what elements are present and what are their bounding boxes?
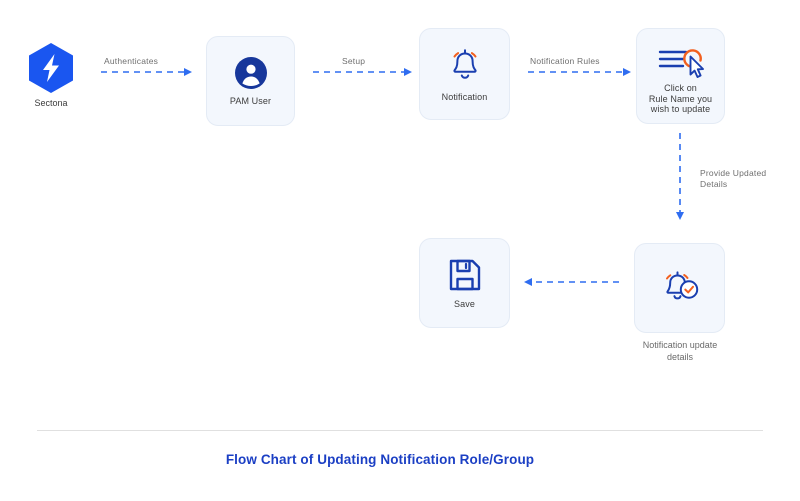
user-avatar-icon — [234, 56, 268, 90]
edge-arrow-provide-updated-details — [676, 133, 684, 220]
bell-ringing-icon — [445, 46, 485, 86]
node-pam-user-label: PAM User — [229, 95, 272, 106]
edge-label-provide-updated-details: Provide Updated Details — [700, 168, 767, 189]
edge-arrow-authenticates — [101, 68, 192, 76]
page-title: Flow Chart of Updating Notification Role… — [225, 452, 535, 467]
bell-check-icon — [658, 267, 702, 309]
list-cursor-click-icon — [656, 43, 706, 79]
node-click-rule-name-label: Click on Rule Name you wish to update — [648, 83, 713, 114]
edge-label-notification-rules: Notification Rules — [530, 56, 600, 66]
node-notification-update-details[interactable] — [634, 243, 725, 333]
node-pam-user[interactable]: PAM User — [206, 36, 295, 126]
node-save[interactable]: Save — [419, 238, 510, 328]
edge-label-authenticates: Authenticates — [104, 56, 159, 66]
floppy-disk-save-icon — [447, 257, 483, 293]
edge-arrow-setup — [313, 68, 412, 76]
edge-arrow-to-save — [524, 278, 619, 286]
node-sectona-label: Sectona — [34, 98, 68, 108]
node-save-label: Save — [454, 298, 475, 309]
node-sectona — [26, 42, 76, 94]
node-click-rule-name[interactable]: Click on Rule Name you wish to update — [636, 28, 725, 124]
edge-arrow-notification-rules — [528, 68, 631, 76]
sectona-hexagon-bolt-logo — [26, 42, 76, 94]
footer-divider — [37, 430, 763, 431]
node-notification[interactable]: Notification — [419, 28, 510, 120]
node-notification-label: Notification — [441, 91, 488, 102]
node-notification-update-details-label: Notification update details — [642, 340, 718, 362]
edge-label-setup: Setup — [342, 56, 366, 66]
